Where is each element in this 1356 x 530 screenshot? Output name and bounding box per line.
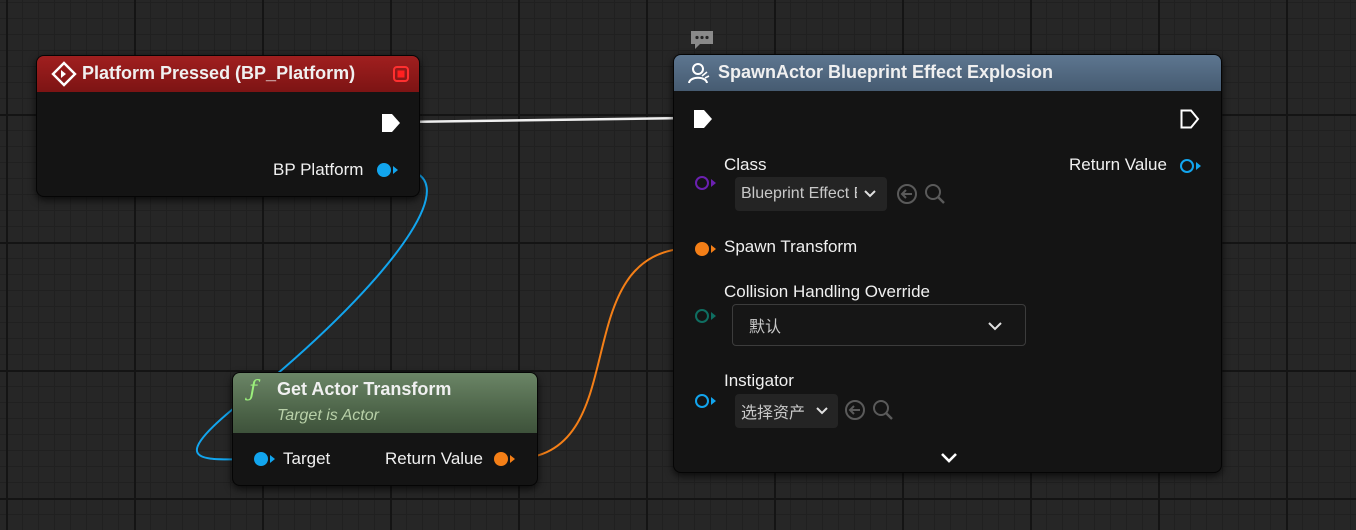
get-actor-transform-node[interactable]: ƒ Get Actor Transform Target is Actor Ta… xyxy=(232,372,538,486)
spawn-actor-node[interactable]: SpawnActor Blueprint Effect Explosion Cl… xyxy=(673,54,1222,473)
exec-wire[interactable] xyxy=(399,116,691,124)
class-pin-label: Class xyxy=(724,155,767,174)
transform-return-label: Return Value xyxy=(385,449,483,468)
collision-override-value: 默认 xyxy=(749,319,782,336)
get-actor-transform-header[interactable]: ƒ Get Actor Transform Target is Actor xyxy=(233,373,537,433)
transform-return-arrow xyxy=(510,455,515,463)
spawn-actor-icon xyxy=(688,63,710,84)
class-pin-arrow xyxy=(711,179,716,187)
spawn-return-label: Return Value xyxy=(1069,155,1167,174)
event-diamond-icon xyxy=(51,61,77,87)
comment-bubble-icon[interactable] xyxy=(689,29,715,51)
class-input-pin[interactable] xyxy=(695,176,709,190)
browse-asset-icon[interactable] xyxy=(872,399,894,421)
spawn-actor-header[interactable]: SpawnActor Blueprint Effect Explosion xyxy=(674,55,1221,91)
spawn-return-pin[interactable] xyxy=(1180,159,1194,173)
bp-platform-wire[interactable] xyxy=(196,169,428,461)
collision-override-dropdown[interactable]: 默认 xyxy=(732,304,1026,346)
target-pin-label: Target xyxy=(283,449,331,468)
collision-override-label: Collision Handling Override xyxy=(724,282,930,301)
instigator-dropdown[interactable]: 选择资产 xyxy=(735,394,838,428)
spawn-return-arrow xyxy=(1196,162,1201,170)
chevron-down-icon xyxy=(864,190,876,198)
class-dropdown[interactable]: Blueprint Effect E xyxy=(735,177,887,211)
instigator-arrow xyxy=(711,397,716,405)
class-dropdown-value: Blueprint Effect E xyxy=(741,185,857,202)
use-selected-asset-icon[interactable] xyxy=(896,183,918,205)
spawn-transform-pin[interactable] xyxy=(695,242,709,256)
instigator-label: Instigator xyxy=(724,371,794,390)
delegate-pin-icon[interactable] xyxy=(393,66,409,82)
get-actor-transform-subtitle: Target is Actor xyxy=(277,407,379,424)
spawn-transform-arrow xyxy=(711,245,716,253)
instigator-pin[interactable] xyxy=(695,394,709,408)
exec-output-pin[interactable] xyxy=(380,112,402,134)
target-pin-arrow xyxy=(270,455,275,463)
browse-asset-icon[interactable] xyxy=(924,183,946,205)
chevron-down-icon xyxy=(988,322,1002,331)
event-node-header[interactable]: Platform Pressed (BP_Platform) xyxy=(37,56,419,92)
event-node-title: Platform Pressed (BP_Platform) xyxy=(82,63,356,83)
chevron-down-icon[interactable] xyxy=(939,452,959,464)
bp-platform-pin-label: BP Platform xyxy=(273,160,364,179)
collision-override-pin[interactable] xyxy=(695,309,709,323)
collision-override-arrow xyxy=(711,312,716,320)
spawn-actor-title: SpawnActor Blueprint Effect Explosion xyxy=(718,62,1054,82)
spawn-transform-label: Spawn Transform xyxy=(724,237,858,256)
bp-platform-output-pin[interactable] xyxy=(377,163,391,177)
transform-return-pin[interactable] xyxy=(494,452,508,466)
bp-platform-pin-arrow xyxy=(393,166,398,174)
get-actor-transform-title: Get Actor Transform xyxy=(277,379,452,399)
chevron-down-icon xyxy=(816,407,828,415)
target-input-pin[interactable] xyxy=(254,452,268,466)
instigator-value: 选择资产 xyxy=(741,405,806,422)
exec-output-pin[interactable] xyxy=(1179,108,1201,130)
function-icon: ƒ xyxy=(249,377,258,402)
use-selected-asset-icon[interactable] xyxy=(844,399,866,421)
transform-wire[interactable] xyxy=(511,247,695,460)
event-node-platform-pressed[interactable]: Platform Pressed (BP_Platform) BP Platfo… xyxy=(36,55,420,197)
exec-input-pin[interactable] xyxy=(692,108,714,130)
